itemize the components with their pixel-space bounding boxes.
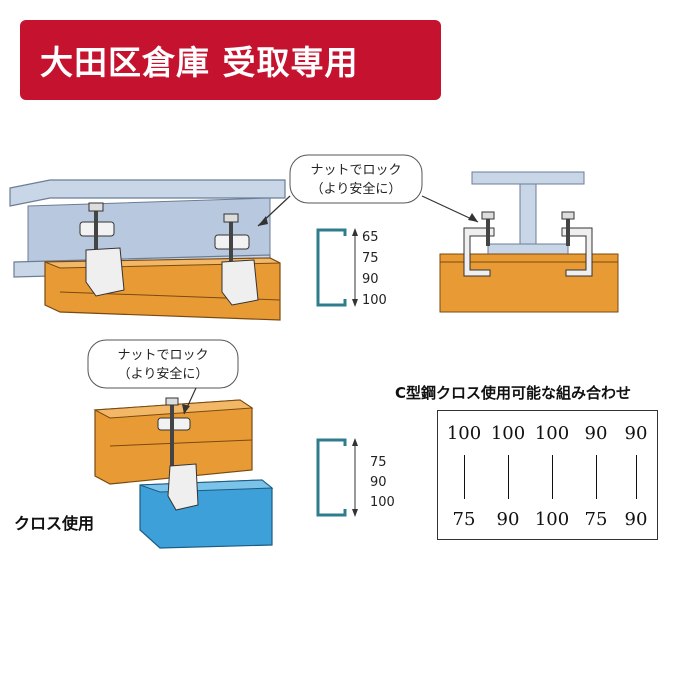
combo-top-value: 90 (624, 423, 648, 444)
combo-bottom-value: 75 (452, 509, 476, 530)
combination-table: 100 75 100 90 100 100 90 75 90 90 (437, 410, 658, 540)
clamp-5 (157, 397, 199, 511)
combo-bottom-value: 75 (584, 509, 608, 530)
size-bottom-100: 100 (370, 495, 395, 510)
combo-bottom-value: 90 (496, 509, 520, 530)
combo-top-value: 100 (490, 423, 526, 444)
combo-column: 100 75 (442, 411, 486, 541)
callout-left: ナットでロック （より安全に） (87, 339, 239, 415)
combo-divider (552, 455, 553, 499)
warehouse-banner: 大田区倉庫 受取専用 (20, 20, 441, 100)
size-top-65: 65 (362, 230, 379, 245)
combo-top-value: 100 (534, 423, 570, 444)
combo-top-value: 100 (446, 423, 482, 444)
combo-divider (596, 455, 597, 499)
combo-bottom-value: 100 (534, 509, 570, 530)
combo-column: 90 90 (614, 411, 658, 541)
clamp-1 (79, 202, 125, 297)
clamp-3 (463, 211, 495, 277)
combo-column: 100 100 (530, 411, 574, 541)
size-bottom-90: 90 (370, 475, 387, 490)
callout-left-line1: ナットでロック (117, 348, 208, 363)
callout-top: ナットでロック （より安全に） (257, 154, 479, 227)
combo-top-value: 90 (584, 423, 608, 444)
callout-left-line2: （より安全に） (118, 366, 209, 382)
size-top-90: 90 (362, 272, 379, 287)
tbeam-assembly-right (439, 171, 619, 313)
channel-profile-bottom: 75 90 100 (316, 438, 395, 517)
combo-divider (464, 455, 465, 499)
callout-top-line2: （より安全に） (311, 181, 402, 197)
size-top-75: 75 (362, 251, 379, 266)
channel-profile-top: 65 75 90 100 (316, 228, 387, 308)
combo-divider (508, 455, 509, 499)
clamp-2 (214, 213, 259, 306)
combination-table-title: C型鋼クロス使用可能な組み合わせ (395, 384, 632, 402)
combo-divider (636, 455, 637, 499)
combo-bottom-value: 90 (624, 509, 648, 530)
ibeam-assembly-left (9, 179, 286, 321)
size-top-100: 100 (362, 293, 387, 308)
combo-column: 100 90 (486, 411, 530, 541)
size-bottom-75: 75 (370, 455, 387, 470)
clamp-4 (561, 211, 593, 277)
banner-title: 大田区倉庫 受取専用 (40, 43, 359, 82)
cross-assembly (93, 397, 274, 549)
cross-usage-label: クロス使用 (14, 514, 95, 533)
callout-top-line1: ナットでロック (310, 163, 401, 178)
combo-column: 90 75 (574, 411, 618, 541)
